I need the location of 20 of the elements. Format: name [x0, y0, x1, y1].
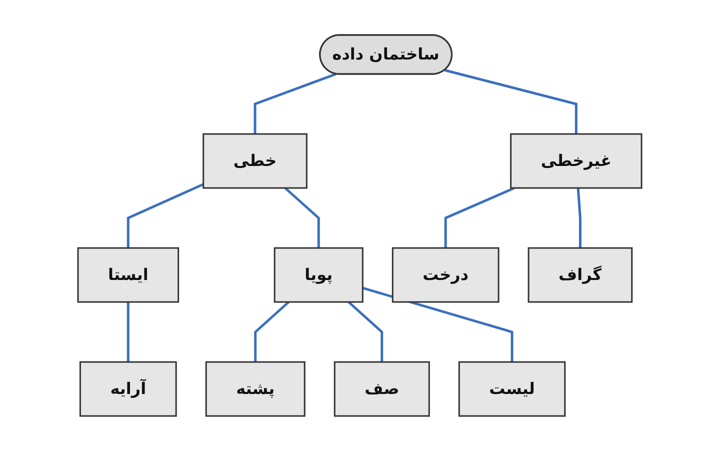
node-box: درخت	[392, 246, 500, 302]
node-box: خطی	[202, 132, 308, 188]
node-box: لیست	[458, 360, 566, 416]
connector	[254, 72, 337, 134]
connector	[127, 302, 130, 362]
connector	[254, 300, 290, 362]
connector	[444, 186, 516, 248]
node-box: صف	[334, 360, 430, 416]
connector	[284, 186, 320, 248]
connector	[127, 182, 204, 248]
connector	[577, 187, 582, 248]
connector	[362, 286, 514, 362]
node-box: غیرخطی	[510, 132, 643, 188]
connector	[444, 68, 578, 134]
connector	[348, 300, 384, 362]
node-box: پشته	[206, 360, 306, 416]
node-box: آرایه	[80, 360, 178, 416]
node-box: پویا	[274, 246, 364, 302]
node-box: گراف	[528, 246, 633, 302]
node-box: ایستا	[77, 246, 180, 302]
